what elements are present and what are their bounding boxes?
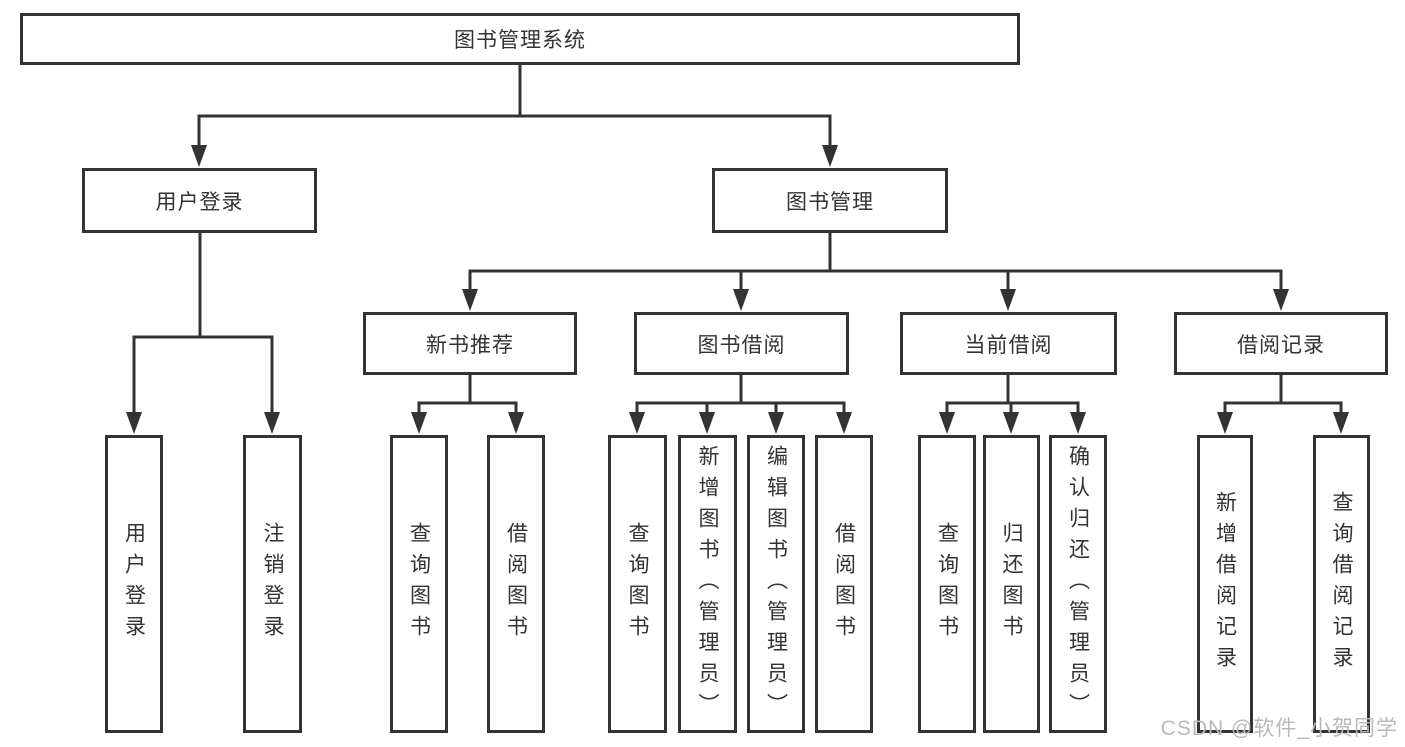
node-label: 图书借阅 [697, 333, 786, 357]
node-label: 新增借阅记录 [1213, 491, 1237, 677]
node-current-borrowing: 当前借阅 [900, 312, 1117, 375]
node-label: 注销登录 [261, 522, 284, 646]
node-label: 图书管理系统 [454, 29, 586, 52]
node-label: 借阅图书 [832, 522, 856, 646]
csdn-watermark: CSDN @软件_小贺同学 [1160, 717, 1398, 740]
leaf-edit-book-admin: 编辑图书（管理员） [747, 435, 805, 733]
node-user-login-group: 用户登录 [82, 168, 317, 233]
node-label: 查询借阅记录 [1330, 491, 1353, 677]
node-system: 图书管理系统 [20, 13, 1020, 65]
leaf-query-books-recommend: 查询图书 [390, 435, 448, 733]
node-label: 借阅图书 [504, 522, 528, 646]
node-label: 用户登录 [122, 522, 146, 646]
node-label: 归还图书 [1000, 522, 1023, 646]
leaf-borrow-books-recommend: 借阅图书 [487, 435, 545, 733]
leaf-add-book-admin: 新增图书（管理员） [678, 435, 737, 733]
leaf-query-borrow-record: 查询借阅记录 [1313, 435, 1370, 733]
leaf-query-books-borrowing: 查询图书 [608, 435, 667, 733]
node-label: 查询图书 [935, 522, 959, 646]
node-label: 新增图书（管理员） [696, 444, 719, 724]
leaf-logout: 注销登录 [243, 435, 302, 733]
node-book-borrowing: 图书借阅 [634, 312, 849, 375]
node-borrowing-records: 借阅记录 [1174, 312, 1388, 375]
node-new-book-recommend: 新书推荐 [363, 312, 577, 375]
node-label: 查询图书 [626, 522, 649, 646]
leaf-borrow-books-borrowing: 借阅图书 [815, 435, 873, 733]
leaf-confirm-return-admin: 确认归还（管理员） [1049, 435, 1107, 733]
node-label: 图书管理 [786, 190, 874, 214]
leaf-add-borrow-record: 新增借阅记录 [1197, 435, 1253, 733]
node-label: 当前借阅 [964, 333, 1053, 357]
node-label: 用户登录 [155, 190, 244, 214]
leaf-return-book: 归还图书 [983, 435, 1040, 733]
node-label: 编辑图书（管理员） [764, 444, 788, 724]
node-label: 确认归还（管理员） [1066, 444, 1090, 724]
node-label: 新书推荐 [426, 333, 514, 357]
leaf-user-login: 用户登录 [105, 435, 163, 733]
leaf-query-books-current: 查询图书 [918, 435, 976, 733]
node-label: 借阅记录 [1237, 333, 1325, 357]
node-book-management: 图书管理 [712, 168, 948, 233]
node-label: 查询图书 [407, 522, 431, 646]
